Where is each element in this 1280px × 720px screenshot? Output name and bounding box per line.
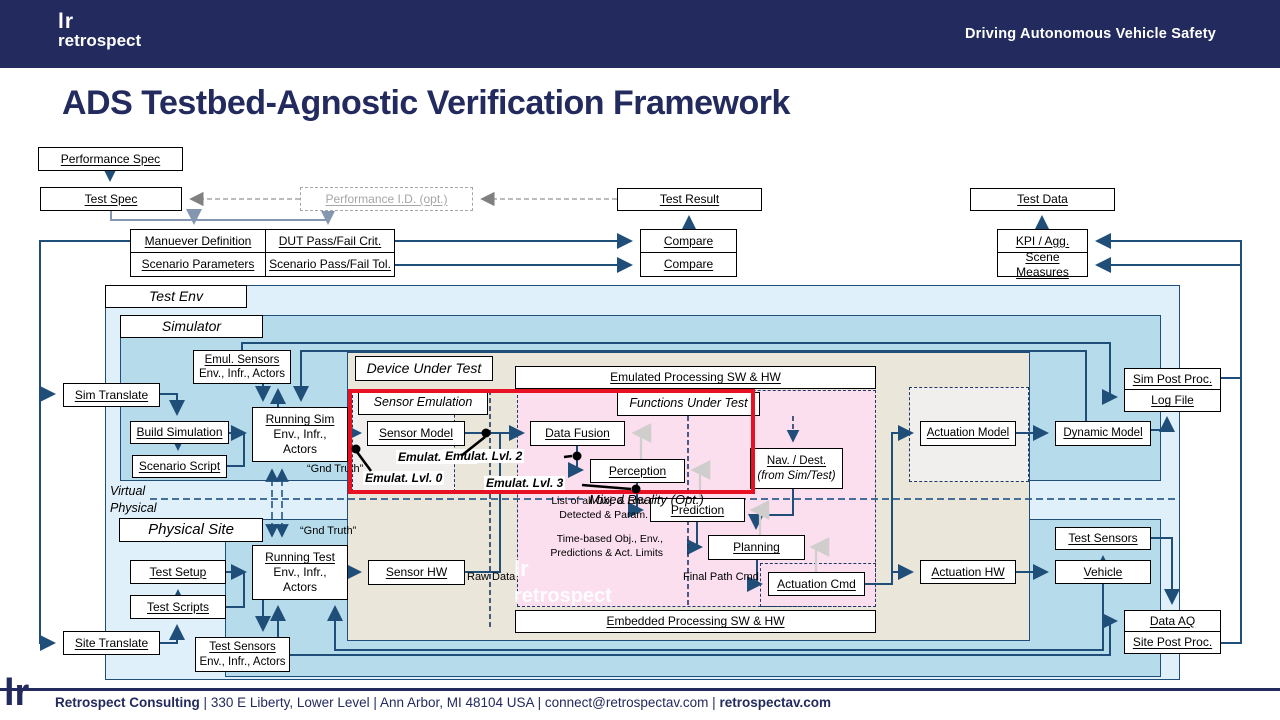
node-scenario-pass-fail: Scenario Pass/Fail Tol. xyxy=(265,252,395,277)
footer-text: Retrospect Consulting | 330 E Liberty, L… xyxy=(55,695,831,710)
label-physical-site: Physical Site xyxy=(119,518,263,542)
label-final-path-cmd: Final Path Cmd xyxy=(683,571,759,583)
node-dynamic-model: Dynamic Model xyxy=(1055,421,1151,446)
label-time-based: Time-based Obj., Env.,Predictions & Act.… xyxy=(550,533,663,559)
label-simulator: Simulator xyxy=(120,315,263,338)
node-site-post-proc: Site Post Proc. xyxy=(1124,631,1221,654)
node-actuation-model: Actuation Model xyxy=(920,421,1016,446)
label-test-env: Test Env xyxy=(105,285,247,308)
node-scenario-script: Scenario Script xyxy=(132,455,227,478)
node-planning: Planning xyxy=(708,535,805,560)
node-dut-pass-fail: DUT Pass/Fail Crit. xyxy=(265,229,395,253)
node-vehicle: Vehicle xyxy=(1055,560,1151,584)
node-data-fusion: Data Fusion xyxy=(530,421,625,446)
node-test-data: Test Data xyxy=(970,188,1115,211)
node-actuation-cmd: Actuation Cmd xyxy=(768,572,865,596)
label-mixed-reality: Mixed Reality (Opt.) xyxy=(589,492,704,507)
node-compare-bottom: Compare xyxy=(640,252,737,277)
node-prediction: Prediction xyxy=(650,498,745,522)
header-bar: lr retrospect Driving Autonomous Vehicle… xyxy=(0,0,1280,68)
footer-address1: 330 E Liberty, Lower Level xyxy=(210,695,370,710)
node-test-sensors-right: Test Sensors xyxy=(1055,527,1151,550)
node-test-setup: Test Setup xyxy=(130,560,226,584)
label-emulat-lvl-3: Emulat. Lvl. 3 xyxy=(484,476,566,490)
node-scenario-parameters: Scenario Parameters xyxy=(130,252,266,277)
node-data-aq: Data AQ xyxy=(1124,610,1221,632)
node-test-scripts: Test Scripts xyxy=(130,595,226,619)
footer-website: retrospectav.com xyxy=(719,695,831,710)
node-actuation-hw: Actuation HW xyxy=(920,560,1016,584)
label-list-objects: List of all Obj. & Env.Detected & Param. xyxy=(551,495,648,521)
node-log-file: Log File xyxy=(1124,389,1221,412)
label-device-under-test: Device Under Test xyxy=(355,356,493,381)
node-scene-measures: Scene Measures xyxy=(997,250,1088,279)
label-gnd-truth-physical: “Gnd Truth” xyxy=(300,525,357,537)
label-physical: Physical xyxy=(110,501,157,515)
logo-mark-icon: lr xyxy=(58,10,75,33)
label-virtual: Virtual xyxy=(110,484,146,498)
footer-address2: Ann Arbor, MI 48104 USA xyxy=(379,695,534,710)
node-test-spec: Test Spec xyxy=(40,187,182,211)
watermark-logo: lr retrospect xyxy=(514,556,612,607)
page-title: ADS Testbed-Agnostic Verification Framew… xyxy=(62,84,790,122)
node-build-simulation: Build Simulation xyxy=(130,421,229,444)
node-perception: Perception xyxy=(590,459,685,483)
node-site-translate: Site Translate xyxy=(63,631,160,655)
node-nav-dest: Nav. / Dest.(from Sim/Test) xyxy=(750,448,843,489)
footer-email: connect@retrospectav.com xyxy=(544,695,709,710)
node-test-result: Test Result xyxy=(617,188,762,211)
node-maneuver-definition: Manuever Definition xyxy=(130,229,266,253)
header-tagline: Driving Autonomous Vehicle Safety xyxy=(965,26,1216,42)
footer-company: Retrospect Consulting xyxy=(55,695,200,710)
label-emulat-lvl-0: Emulat. Lvl. 0 xyxy=(363,471,445,485)
node-sensor-model: Sensor Model xyxy=(367,421,465,446)
brand-logo: lr retrospect xyxy=(58,11,141,51)
footer-logo-mark-icon: lr xyxy=(4,672,30,714)
label-emulated-processing: Emulated Processing SW & HW xyxy=(515,366,876,389)
node-performance-id: Performance I.D. (opt.) xyxy=(300,187,473,211)
footer-rule xyxy=(0,688,1280,691)
node-sim-post-proc: Sim Post Proc. xyxy=(1124,368,1221,390)
node-sim-translate: Sim Translate xyxy=(63,383,160,407)
node-sensor-hw: Sensor HW xyxy=(368,560,465,585)
node-performance-spec: Performance Spec xyxy=(38,147,183,171)
logo-name: retrospect xyxy=(58,31,142,50)
node-compare-top: Compare xyxy=(640,229,737,253)
label-raw-data: Raw Data xyxy=(467,571,516,583)
label-embedded-processing: Embedded Processing SW & HW xyxy=(515,610,876,633)
label-emulat-lvl-2: Emulat. Lvl. 2 xyxy=(443,449,525,463)
